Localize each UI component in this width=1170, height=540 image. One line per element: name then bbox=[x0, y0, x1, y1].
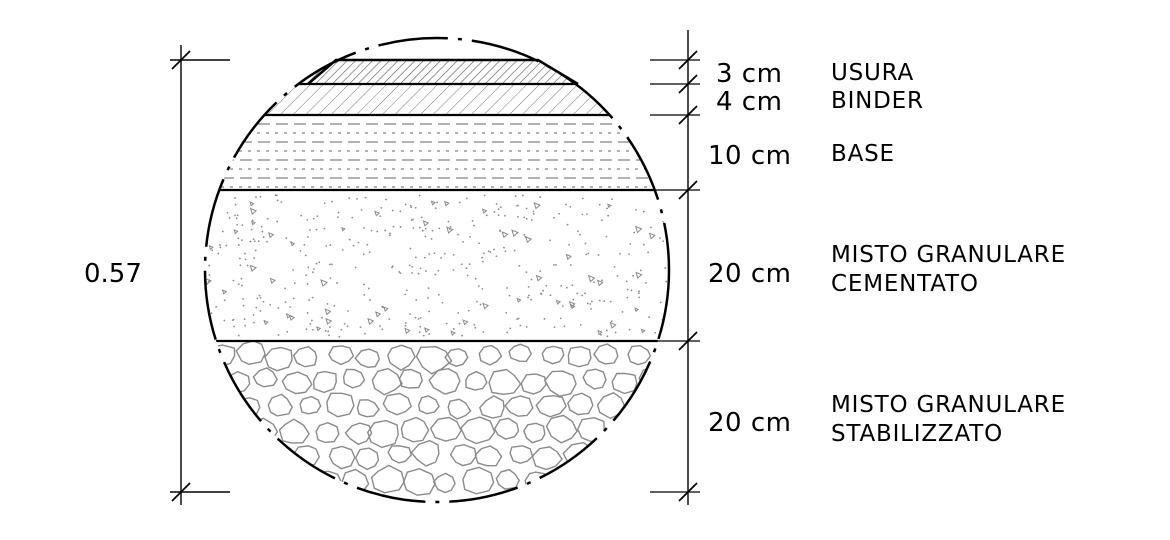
layer-base-fill bbox=[205, 123, 669, 188]
layer-stabilizzato-fill bbox=[205, 340, 669, 497]
thickness-values: 3 cm 4 cm 10 cm 20 cm 20 cm bbox=[708, 59, 791, 438]
total-dimension-value: 0.57 bbox=[84, 259, 142, 289]
thickness-cementato: 20 cm bbox=[708, 259, 791, 289]
layer-usura-fill bbox=[205, 60, 669, 84]
detail-circle-outline bbox=[203, 36, 671, 504]
label-usura: USURA bbox=[831, 60, 914, 86]
label-binder: BINDER bbox=[831, 88, 924, 114]
layer-dimension-chain bbox=[650, 30, 700, 505]
total-tick-top bbox=[171, 50, 191, 70]
label-cementato-line1: MISTO GRANULARE bbox=[831, 242, 1066, 268]
thickness-base: 10 cm bbox=[708, 141, 791, 171]
thickness-usura: 3 cm bbox=[716, 59, 782, 89]
thickness-binder: 4 cm bbox=[716, 87, 782, 117]
layer-binder-fill bbox=[205, 84, 669, 115]
total-tick-bottom bbox=[171, 482, 191, 502]
layers-group bbox=[205, 60, 669, 497]
layer-cementato-fill bbox=[205, 194, 669, 338]
label-base: BASE bbox=[831, 141, 895, 167]
label-stabilizzato-line2: STABILIZZATO bbox=[831, 421, 1003, 447]
total-dimension: 0.57 bbox=[84, 45, 230, 505]
layer-labels: USURA BINDER BASE MISTO GRANULARE CEMENT… bbox=[831, 60, 1066, 447]
label-stabilizzato-line1: MISTO GRANULARE bbox=[831, 392, 1066, 418]
thickness-stabilizzato: 20 cm bbox=[708, 408, 791, 438]
label-cementato-line2: CEMENTATO bbox=[831, 271, 979, 297]
surface-usura-top bbox=[307, 58, 579, 86]
